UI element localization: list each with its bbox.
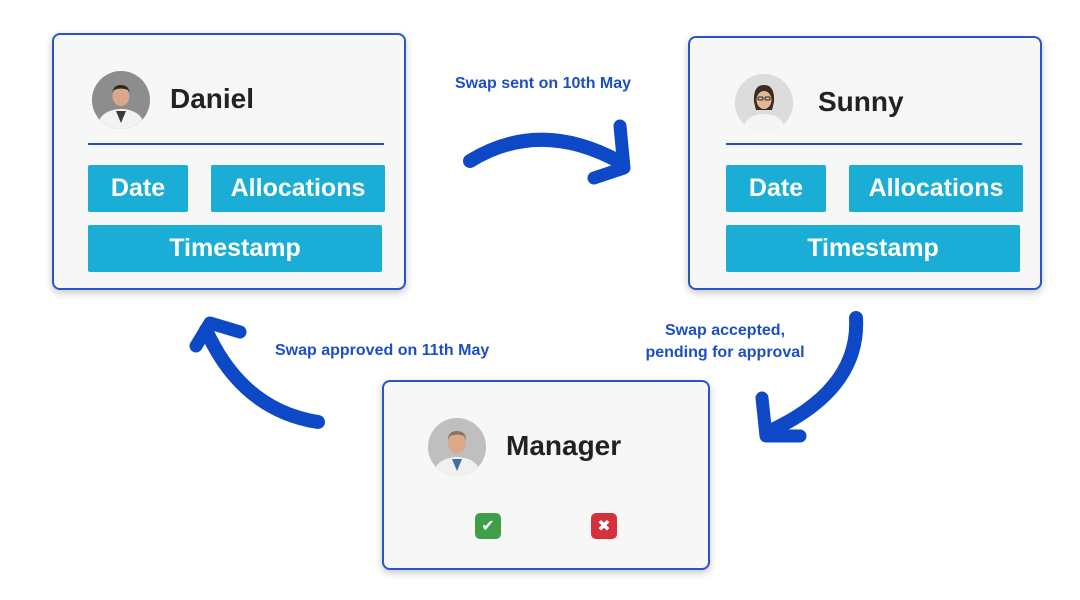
daniel-card: Daniel Date Allocations Timestamp [52,33,406,290]
swap-approved-label: Swap approved on 11th May [275,342,490,359]
x-icon: ✖ [597,518,611,535]
sunny-timestamp-field[interactable]: Timestamp [726,225,1020,272]
swap-accepted-label-line1: Swap accepted, [664,322,786,339]
daniel-allocations-field[interactable]: Allocations [211,165,385,212]
sunny-divider [726,143,1022,145]
swap-sent-label: Swap sent on 10th May [455,75,632,92]
daniel-avatar [92,71,150,129]
daniel-name: Daniel [170,83,255,114]
manager-card: Manager ✔ ✖ [382,380,710,570]
sunny-name: Sunny [818,86,904,117]
daniel-date-field[interactable]: Date [88,165,188,212]
sunny-avatar [735,74,793,132]
manager-name: Manager [506,430,622,461]
swap-accepted-label: Swap accepted, pending for approval [636,320,814,364]
swap-accepted-label-line2: pending for approval [645,344,805,361]
sunny-date-field[interactable]: Date [726,165,826,212]
sunny-allocations-field[interactable]: Allocations [849,165,1023,212]
approve-button[interactable]: ✔ [475,513,501,539]
reject-button[interactable]: ✖ [591,513,617,539]
daniel-timestamp-field[interactable]: Timestamp [88,225,382,272]
sunny-card: Sunny Date Allocations Timestamp [688,36,1042,290]
daniel-divider [88,143,384,145]
check-icon: ✔ [481,518,495,535]
manager-avatar [428,418,486,476]
